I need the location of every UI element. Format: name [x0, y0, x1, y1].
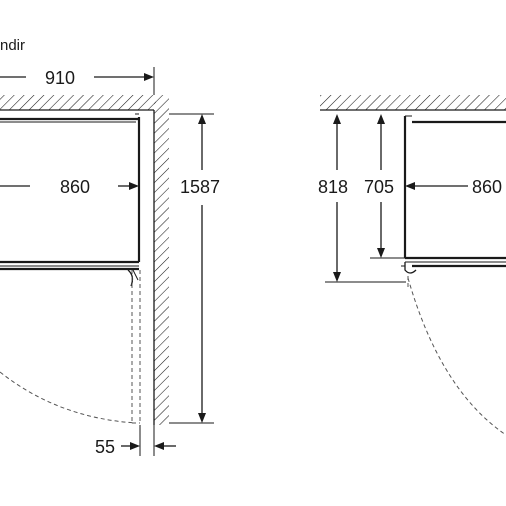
right-door-swing: [407, 277, 506, 436]
left-appliance-body: [0, 113, 141, 271]
right-hinge-icon: [404, 262, 417, 274]
dim-818-label: 818: [318, 177, 348, 197]
left-sidewall-hatch: [154, 95, 169, 425]
dim-705-label: 705: [364, 177, 394, 197]
dim-1587: 1587: [169, 113, 220, 424]
dim-55: 55: [95, 425, 176, 457]
left-ceiling-hatch: [0, 95, 156, 110]
dim-860-left-label: 860: [60, 177, 90, 197]
right-ceiling-hatch: [320, 95, 506, 110]
right-appliance-body: [403, 115, 506, 268]
header-note: ndir: [0, 37, 25, 54]
dim-818: 818: [318, 114, 406, 283]
dim-1587-label: 1587: [180, 177, 220, 197]
dim-860-left: 860: [0, 177, 139, 197]
dim-910: 910: [0, 67, 155, 95]
dim-860-right: 860: [405, 177, 502, 197]
dim-860-right-label: 860: [472, 177, 502, 197]
dim-55-label: 55: [95, 437, 115, 457]
right-view: 818 705 860: [318, 95, 506, 436]
left-door-swing: [0, 371, 137, 424]
left-view: 910 860 1587 55: [0, 67, 220, 457]
dim-910-label: 910: [45, 68, 75, 88]
dim-705: 705: [364, 114, 405, 259]
